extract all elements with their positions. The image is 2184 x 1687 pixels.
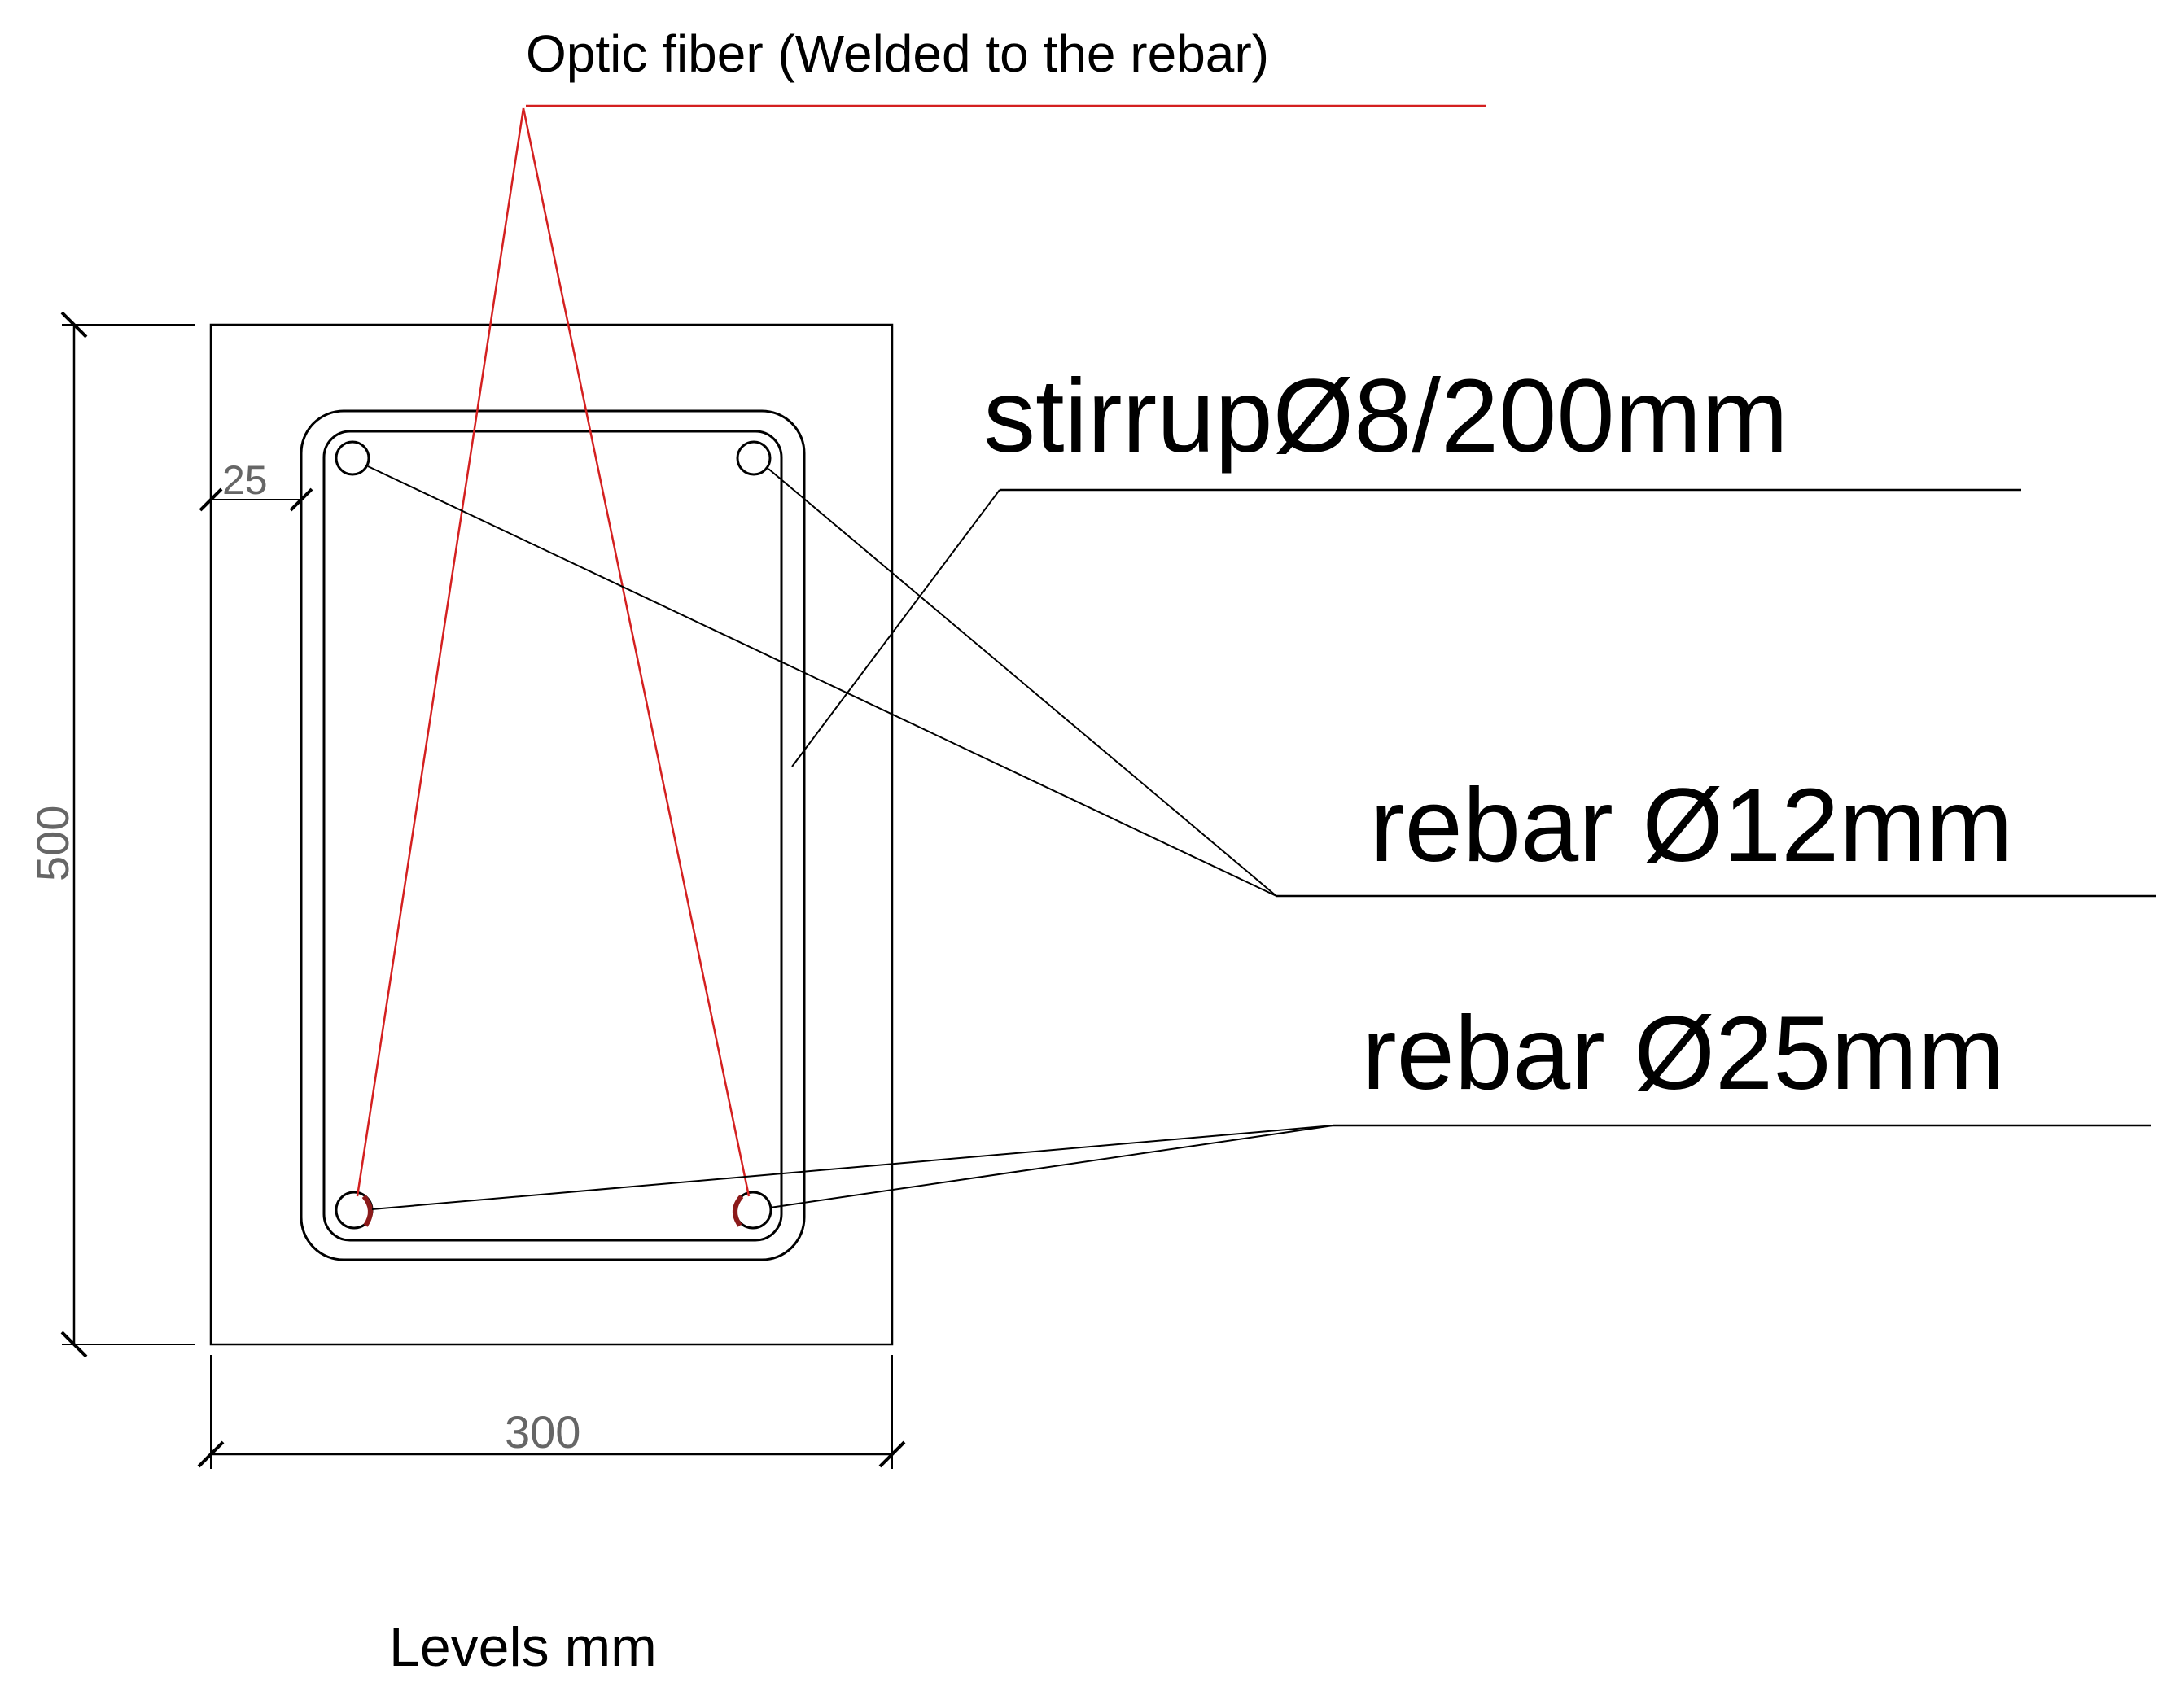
cover-tick-right: [289, 487, 313, 512]
width-tick-right: [878, 1440, 906, 1468]
height-tick-top: [60, 311, 88, 339]
height-dimension-value: 500: [27, 806, 78, 881]
weld-mark-right: [733, 1195, 744, 1227]
width-tick-left: [197, 1440, 225, 1468]
rebar-25-leader-right: [769, 1125, 1334, 1208]
rebar-25-label: rebar Ø25mm: [1362, 995, 2005, 1112]
width-dimension-value: 300: [505, 1406, 580, 1458]
units-note: Levels mm: [389, 1616, 657, 1678]
rebar-12-leader-right: [768, 468, 1277, 897]
cover-tick-left: [199, 487, 223, 512]
stirrup-label: stirrupØ8/200mm: [983, 358, 1788, 474]
rebar-12-label: rebar Ø12mm: [1370, 767, 2013, 884]
cover-dimension-value: 25: [222, 457, 268, 503]
weld-mark-left: [361, 1195, 373, 1227]
concrete-section: [209, 323, 894, 1346]
stirrup-outer: [300, 409, 806, 1261]
stirrup-inner: [322, 430, 783, 1242]
rebar-top-left: [335, 440, 370, 476]
rebar-25-leader-left: [371, 1125, 1334, 1210]
rebar-12-leader-left: [367, 465, 1277, 897]
rebar-top-right: [736, 440, 772, 476]
optic-fiber-label: Optic fiber (Welded to the rebar): [526, 24, 1269, 83]
fiber-line-left: [356, 107, 525, 1197]
height-tick-bottom: [60, 1331, 88, 1358]
fiber-line-right: [522, 107, 751, 1197]
stirrup-leader: [791, 489, 1000, 767]
